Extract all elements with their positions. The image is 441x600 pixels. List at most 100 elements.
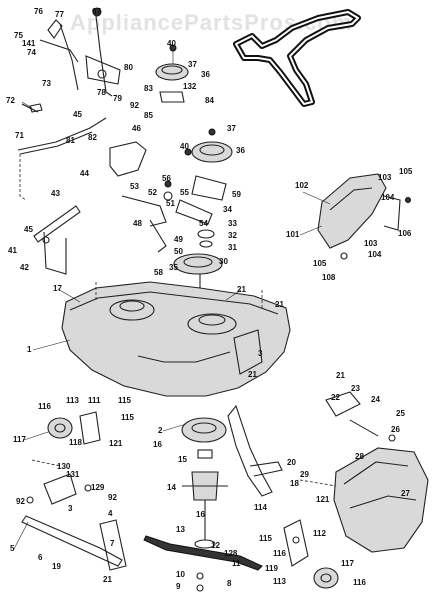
callout-label: 37 <box>227 124 236 133</box>
callout-label: 118 <box>69 438 82 447</box>
callout-label: 4 <box>108 509 113 518</box>
callout-label: 73 <box>42 79 51 88</box>
discharge-chute[interactable] <box>299 447 429 553</box>
mower-blade[interactable] <box>143 535 263 592</box>
mower-deck-housing[interactable] <box>61 281 291 397</box>
callout-label: 12 <box>211 541 220 550</box>
deck-drive-pulley[interactable] <box>173 229 223 300</box>
gauge-wheel-left[interactable] <box>47 411 101 445</box>
callout-label: 115 <box>121 413 134 422</box>
callout-label: 92 <box>16 497 25 506</box>
callout-label: 115 <box>259 534 272 543</box>
callout-label: 67 <box>92 7 101 16</box>
callout-label: 48 <box>133 219 142 228</box>
callout-label: 6 <box>38 553 43 562</box>
callout-label: 21 <box>275 300 284 309</box>
callout-label: 22 <box>331 393 340 402</box>
idler-bracket-assembly[interactable] <box>121 175 227 253</box>
callout-label: 51 <box>166 199 175 208</box>
front-link-assembly[interactable] <box>21 459 127 571</box>
belt-keeper-bracket[interactable] <box>227 404 283 497</box>
callout-label: 72 <box>6 96 15 105</box>
callout-label: 113 <box>66 396 79 405</box>
belt-guard-bracket[interactable] <box>109 141 147 177</box>
front-hanger-bracket[interactable] <box>33 205 81 275</box>
idler-pulley-lower[interactable] <box>184 128 233 163</box>
callout-label: 43 <box>51 189 60 198</box>
callout-label: 28 <box>355 452 364 461</box>
gauge-wheel-bracket[interactable] <box>283 519 339 589</box>
callout-label: 26 <box>391 425 400 434</box>
callout-label: 17 <box>53 284 62 293</box>
chute-spring-hinge[interactable] <box>325 391 396 442</box>
callout-label: 40 <box>180 142 189 151</box>
callout-label: 112 <box>313 529 326 538</box>
callout-label: 52 <box>148 188 157 197</box>
callout-label: 130 <box>57 462 71 471</box>
callout-label: 76 <box>34 7 43 16</box>
callout-label: 5 <box>10 544 15 553</box>
callout-label: 3 <box>68 504 73 513</box>
callout-label: 105 <box>313 259 327 268</box>
callout-label: 80 <box>124 63 133 72</box>
idler-pulley-upper[interactable] <box>155 44 189 103</box>
callout-label: 111 <box>88 396 101 405</box>
callout-label: 81 <box>66 136 75 145</box>
callout-label: 24 <box>371 395 380 404</box>
callout-label: 128 <box>224 549 238 558</box>
callout-label: 131 <box>66 470 80 479</box>
callout-label: 56 <box>162 174 171 183</box>
callout-label: 1 <box>27 345 32 354</box>
callout-label: 141 <box>22 39 36 48</box>
callout-label: 121 <box>316 495 330 504</box>
callout-label: 13 <box>176 525 185 534</box>
callout-label: 35 <box>169 263 178 272</box>
callout-label: 82 <box>88 133 97 142</box>
callout-label: 36 <box>201 70 210 79</box>
blade-spindle-assembly[interactable] <box>181 417 228 549</box>
callout-label: 19 <box>52 562 61 571</box>
callout-label: 32 <box>228 231 237 240</box>
callout-label: 92 <box>130 101 139 110</box>
callout-label: 78 <box>97 88 106 97</box>
lift-rod[interactable] <box>17 117 107 201</box>
callout-label: 114 <box>254 503 267 512</box>
callout-label: 117 <box>341 559 354 568</box>
callout-label: 85 <box>144 111 153 120</box>
callout-label: 20 <box>287 458 296 467</box>
callout-label: 42 <box>20 263 29 272</box>
lift-handle-assembly[interactable] <box>21 7 121 113</box>
callout-label: 36 <box>236 146 245 155</box>
callout-label: 27 <box>401 489 410 498</box>
callout-label: 9 <box>176 582 181 591</box>
callout-label: 105 <box>399 167 413 176</box>
callout-label: 116 <box>353 578 366 587</box>
callout-label: 113 <box>273 577 286 586</box>
callout-label: 50 <box>174 247 183 256</box>
callout-label: 108 <box>322 273 336 282</box>
callout-label: 55 <box>180 188 189 197</box>
callout-label: 129 <box>91 483 105 492</box>
drive-belt[interactable] <box>233 9 361 107</box>
callout-label: 106 <box>398 229 412 238</box>
callout-label: 101 <box>286 230 300 239</box>
callout-label: 10 <box>176 570 185 579</box>
callout-label: 75 <box>14 31 23 40</box>
callout-label: 8 <box>227 579 232 588</box>
callout-label: 84 <box>205 96 214 105</box>
callout-label: 71 <box>15 131 24 140</box>
callout-label: 15 <box>178 455 187 464</box>
callout-label: 3 <box>258 349 263 358</box>
callout-label: 104 <box>368 250 382 259</box>
callout-label: 18 <box>290 479 299 488</box>
callout-label: 37 <box>188 60 197 69</box>
callout-label: 115 <box>118 396 131 405</box>
callout-label: 29 <box>300 470 309 479</box>
callout-label: 41 <box>8 246 17 255</box>
callout-label: 132 <box>183 82 197 91</box>
callout-label: 103 <box>364 239 378 248</box>
callout-label: 40 <box>167 39 176 48</box>
callout-label: 77 <box>55 10 64 19</box>
discharge-chute-deflector[interactable] <box>317 173 411 260</box>
